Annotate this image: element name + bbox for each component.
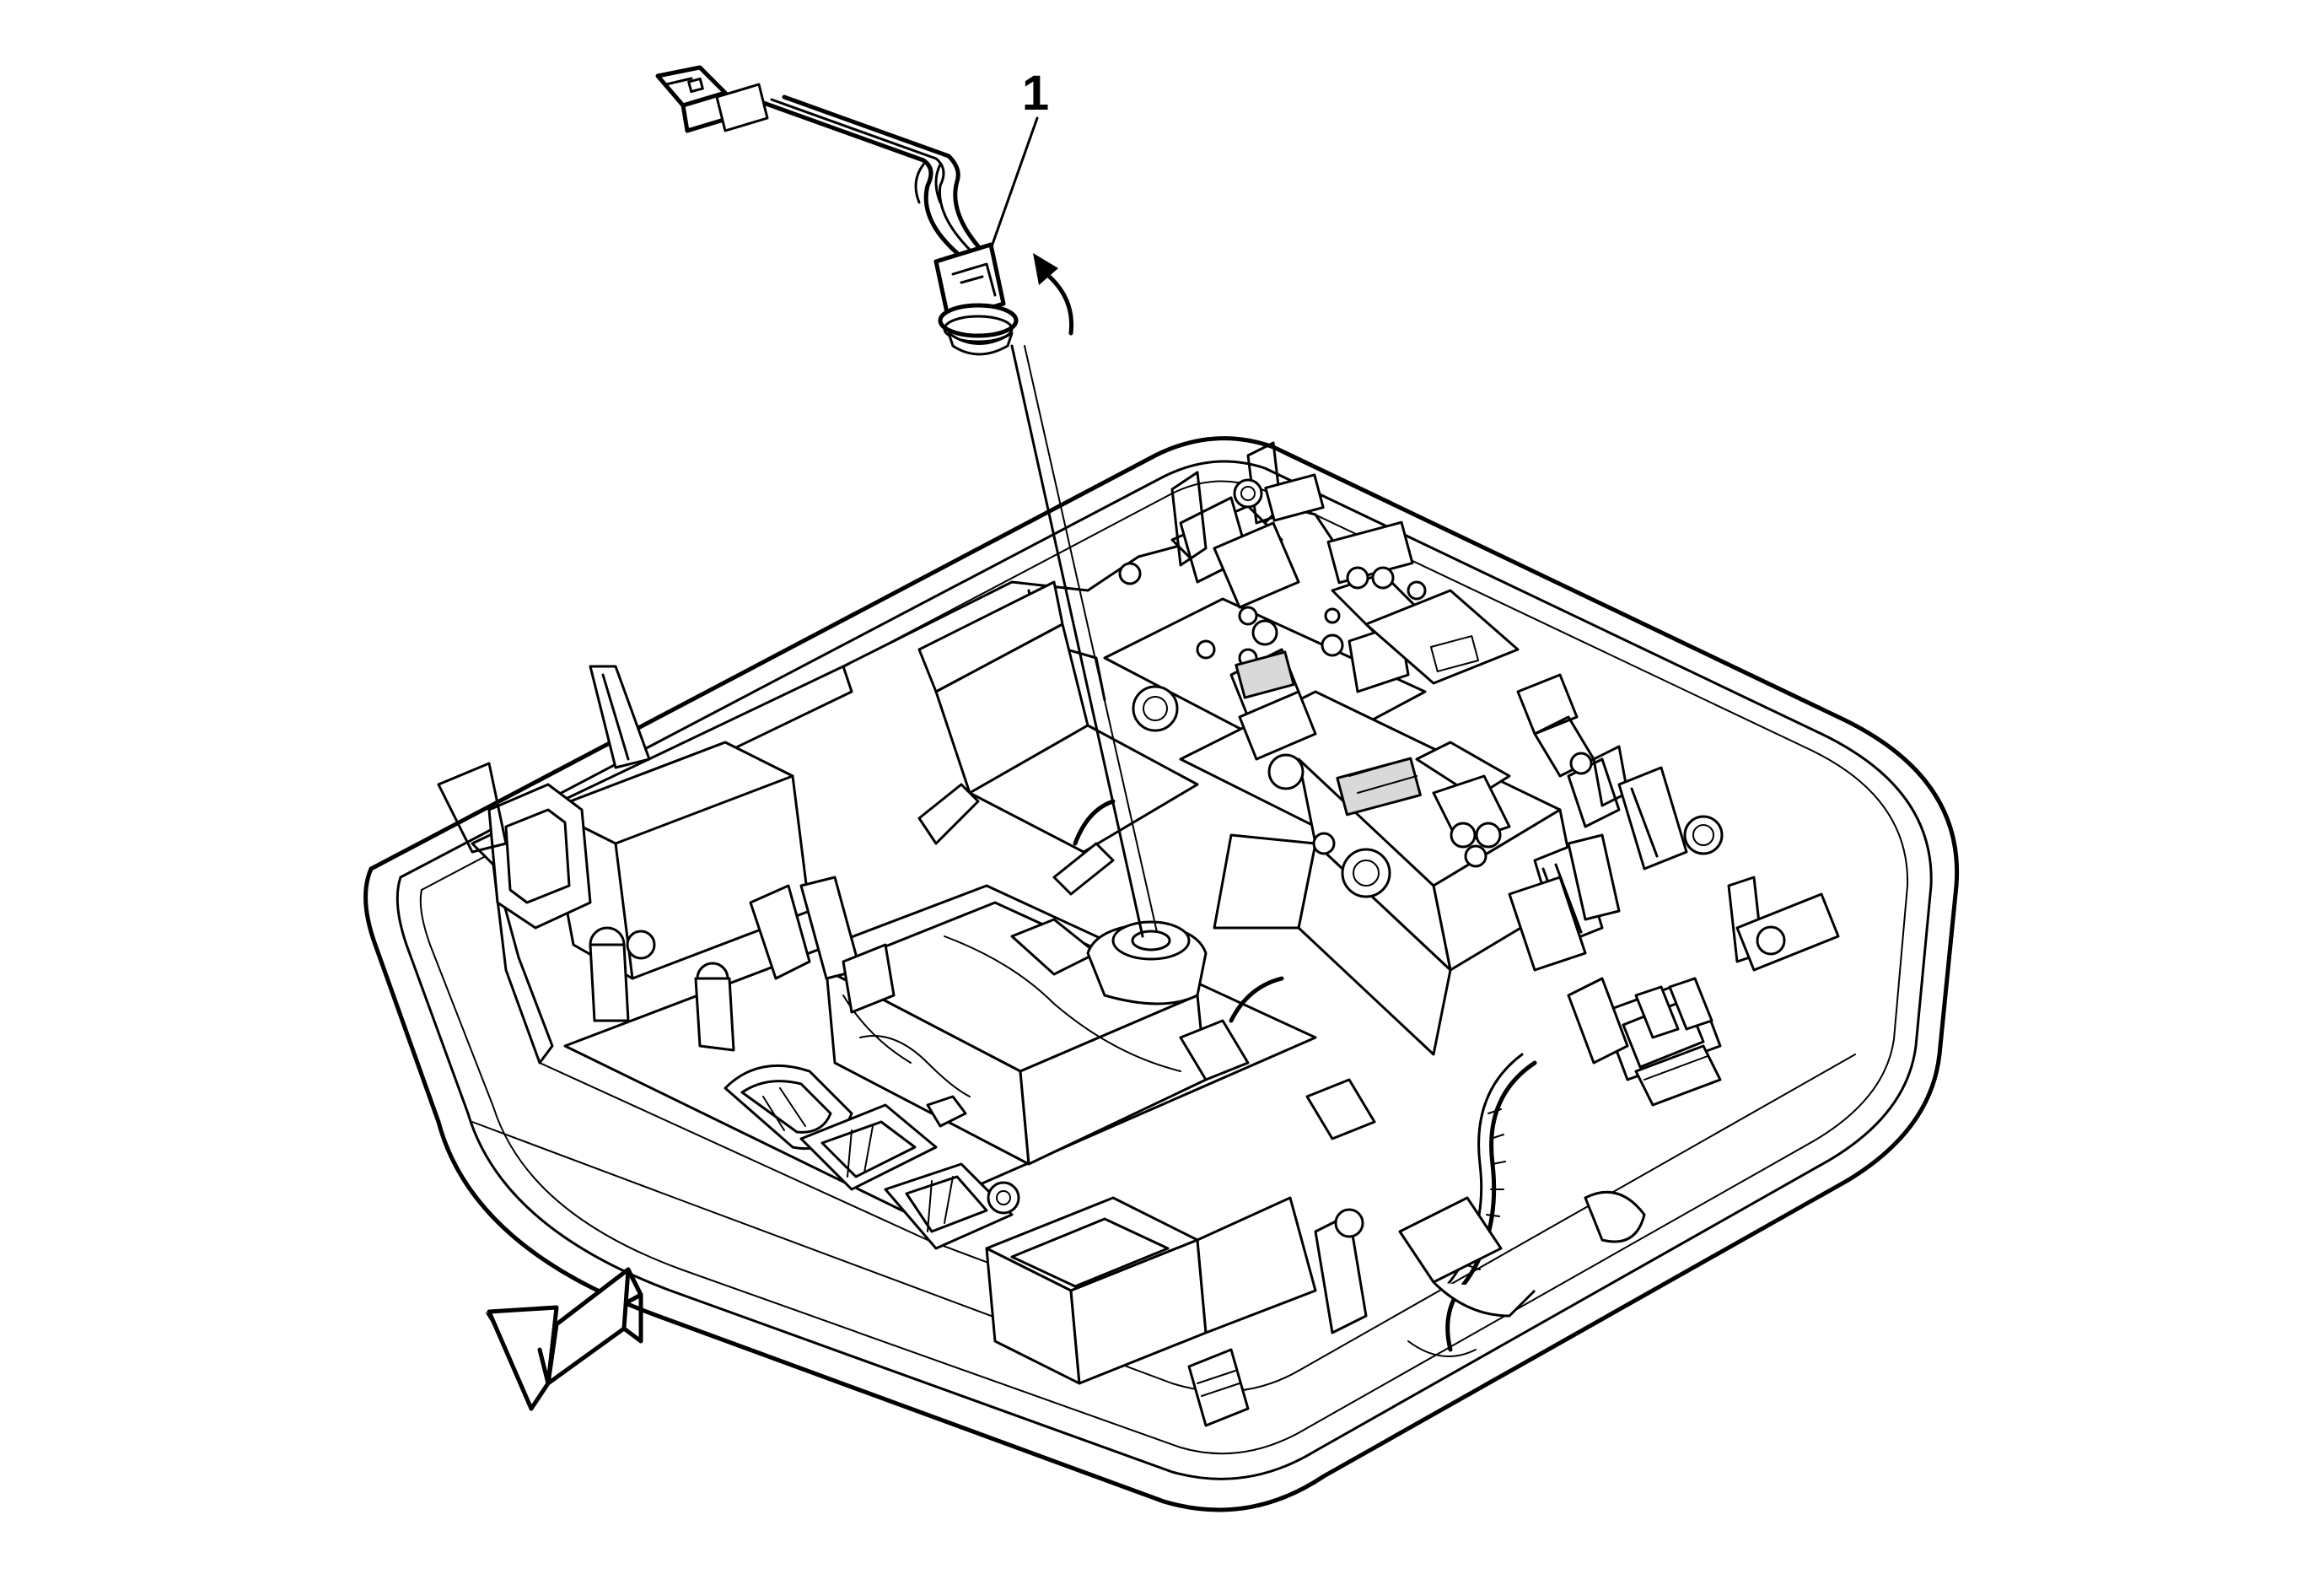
callout-number-1: 1 [1022, 66, 1049, 121]
wiring-harness [1398, 1053, 1646, 1357]
bulb-socket-assembly [655, 65, 1158, 938]
callout-1: 1 [989, 66, 1049, 251]
left-lamp-housing [437, 665, 896, 1052]
switch-board-area [1118, 441, 1724, 898]
right-connectors [1508, 766, 1840, 1107]
front-direction-arrow-icon [485, 1267, 643, 1411]
front-lamp-housing [985, 1196, 1368, 1427]
socket-hole [1086, 920, 1208, 1005]
reflector-cups [724, 1064, 1020, 1250]
curved-arrow-icon [1033, 253, 1074, 336]
